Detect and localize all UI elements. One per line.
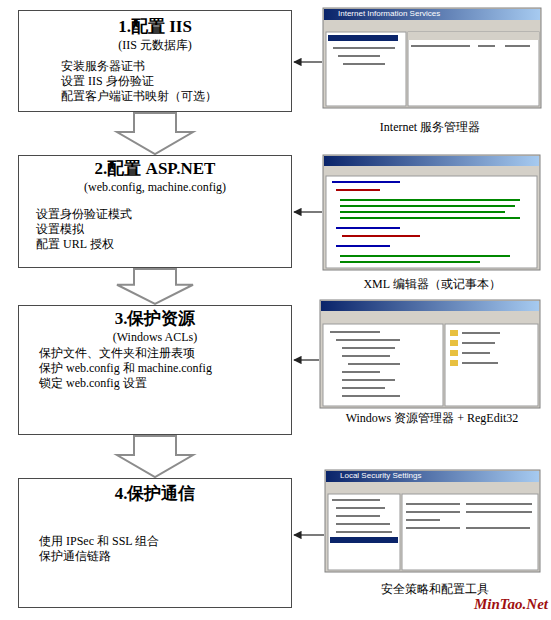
watermark: MinTao.Net [452, 596, 548, 613]
step-subtitle: (web.config, machine.config) [19, 179, 291, 195]
step-subtitle: (Windows ACLs) [19, 329, 291, 345]
process-box: 2.配置 ASP.NET(web.config, machine.config)… [18, 155, 292, 268]
screenshot-caption: Windows 资源管理器 + RegEdit32 [318, 411, 546, 425]
step-item: 设置身份验证模式 [19, 207, 291, 222]
explorer-window [320, 300, 540, 408]
flow-arrow [117, 436, 193, 477]
step-title: 3.保护资源 [19, 309, 291, 329]
step-title: 1.配置 IIS [19, 17, 291, 37]
process-box: 3.保护资源(Windows ACLs)保护文件、文件夹和注册表项保护 web.… [18, 305, 292, 435]
step-item: 保护文件、文件夹和注册表项 [19, 346, 291, 361]
process-box: 4.保护通信使用 IPSec 和 SSL 组合保护通信链路 [18, 478, 292, 608]
window-title: Internet Information Services [338, 9, 538, 19]
step-item: 安装服务器证书 [19, 59, 291, 74]
iis-window [323, 8, 541, 108]
security-settings-window [325, 470, 540, 572]
pointer-lines [294, 62, 324, 535]
step-item: 保护 web.config 和 machine.config [19, 361, 291, 376]
step-item: 保护通信链路 [19, 549, 291, 564]
screenshot-caption: 安全策略和配置工具 [335, 582, 535, 596]
xml-editor-window [323, 155, 540, 270]
step-item: 设置 IIS 身份验证 [19, 74, 291, 89]
step-item: 设置模拟 [19, 222, 291, 237]
process-box: 1.配置 IIS(IIS 元数据库) 安装服务器证书设置 IIS 身份验证配置客户… [18, 10, 292, 112]
step-item: 配置 URL 授权 [19, 237, 291, 252]
screenshot-caption: XML 编辑器（或记事本） [322, 277, 542, 291]
step-subtitle: (IIS 元数据库) [19, 37, 291, 53]
flow-arrow [117, 269, 193, 304]
screenshot-caption: Internet 服务管理器 [330, 120, 530, 134]
step-title: 4.保护通信 [19, 484, 291, 504]
step-title: 2.配置 ASP.NET [19, 159, 291, 179]
step-item: 锁定 web.config 设置 [19, 376, 291, 391]
window-title: Local Security Settings [340, 471, 530, 481]
step-item: 使用 IPSec 和 SSL 组合 [19, 534, 291, 549]
step-item: 配置客户端证书映射（可选） [19, 89, 291, 104]
flow-arrow [117, 113, 193, 154]
